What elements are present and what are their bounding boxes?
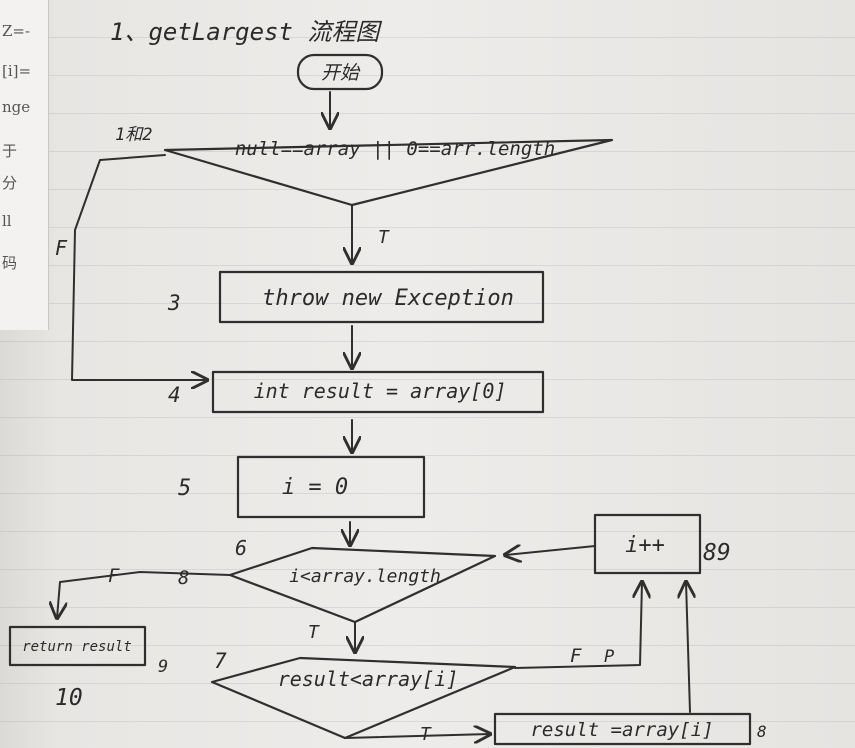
decision1-false-label: F bbox=[55, 236, 68, 260]
decision7-false-label: F bbox=[570, 645, 582, 667]
process5-node-number: 5 bbox=[178, 476, 191, 501]
decision1-condition: null==array || 0==arr.length bbox=[235, 138, 555, 160]
diagram-title: 1、getLargest 流程图 bbox=[110, 18, 382, 46]
return-result-box bbox=[8, 625, 147, 667]
margin-fragment-5: 分 bbox=[2, 174, 18, 192]
process5-text: i = 0 bbox=[282, 475, 348, 500]
process3-node-number: 3 bbox=[167, 291, 181, 315]
process3-text: throw new Exception bbox=[262, 286, 514, 311]
process-init-index bbox=[236, 455, 426, 519]
decision6-false-mark: 8 bbox=[178, 567, 189, 589]
return-mark: 9 bbox=[158, 657, 168, 677]
decision7-false-mark: P bbox=[604, 647, 614, 667]
start-terminal bbox=[296, 53, 384, 91]
return-node-number: 10 bbox=[55, 685, 83, 711]
increment-node-number: 89 bbox=[703, 540, 731, 566]
decision-loop-condition bbox=[228, 546, 497, 624]
return-text: return result bbox=[22, 639, 132, 655]
process-init-result bbox=[211, 370, 545, 414]
process-update-result bbox=[493, 712, 752, 746]
process8-node-number: 8 bbox=[757, 722, 767, 741]
arrow-increment-to-decision6 bbox=[505, 546, 596, 555]
arrow-decision1-false bbox=[71, 154, 207, 380]
arrow-8-to-increment bbox=[686, 582, 690, 713]
decision6-true-label: T bbox=[308, 622, 320, 643]
process4-text: int result = array[0] bbox=[254, 379, 507, 403]
arrow-decision7-false bbox=[514, 582, 642, 669]
margin-fragment-4: 于 bbox=[2, 142, 18, 160]
start-label: 开始 bbox=[321, 62, 361, 84]
decision-null-check bbox=[163, 138, 614, 207]
process-increment bbox=[593, 513, 702, 575]
margin-fragment-1: Z=- bbox=[2, 22, 31, 40]
arrow-decision6-false bbox=[57, 571, 231, 618]
process8-text: result =array[i] bbox=[530, 719, 713, 741]
decision6-condition: i<array.length bbox=[289, 566, 441, 587]
decision1-node-number: 1和2 bbox=[115, 125, 152, 145]
margin-fragment-2: [i]= bbox=[2, 62, 32, 80]
decision1-true-label: T bbox=[378, 227, 390, 248]
margin-fragment-7: 码 bbox=[2, 254, 18, 272]
margin-fragment-3: nge bbox=[2, 98, 31, 116]
decision6-node-number: 6 bbox=[235, 536, 247, 560]
decision7-true-label: T bbox=[420, 724, 432, 745]
decision6-false-label: F bbox=[108, 565, 120, 587]
previous-page-edge: Z=- [i]= nge 于 分 ll 码 bbox=[0, 0, 49, 330]
decision7-node-number: 7 bbox=[214, 649, 227, 673]
margin-fragment-6: ll bbox=[2, 212, 12, 230]
decision7-condition: result<array[i] bbox=[278, 667, 459, 691]
arrow-decision7-true bbox=[344, 734, 490, 738]
process4-node-number: 4 bbox=[168, 383, 181, 407]
process-throw-exception bbox=[218, 270, 545, 324]
increment-text: i++ bbox=[625, 533, 665, 558]
